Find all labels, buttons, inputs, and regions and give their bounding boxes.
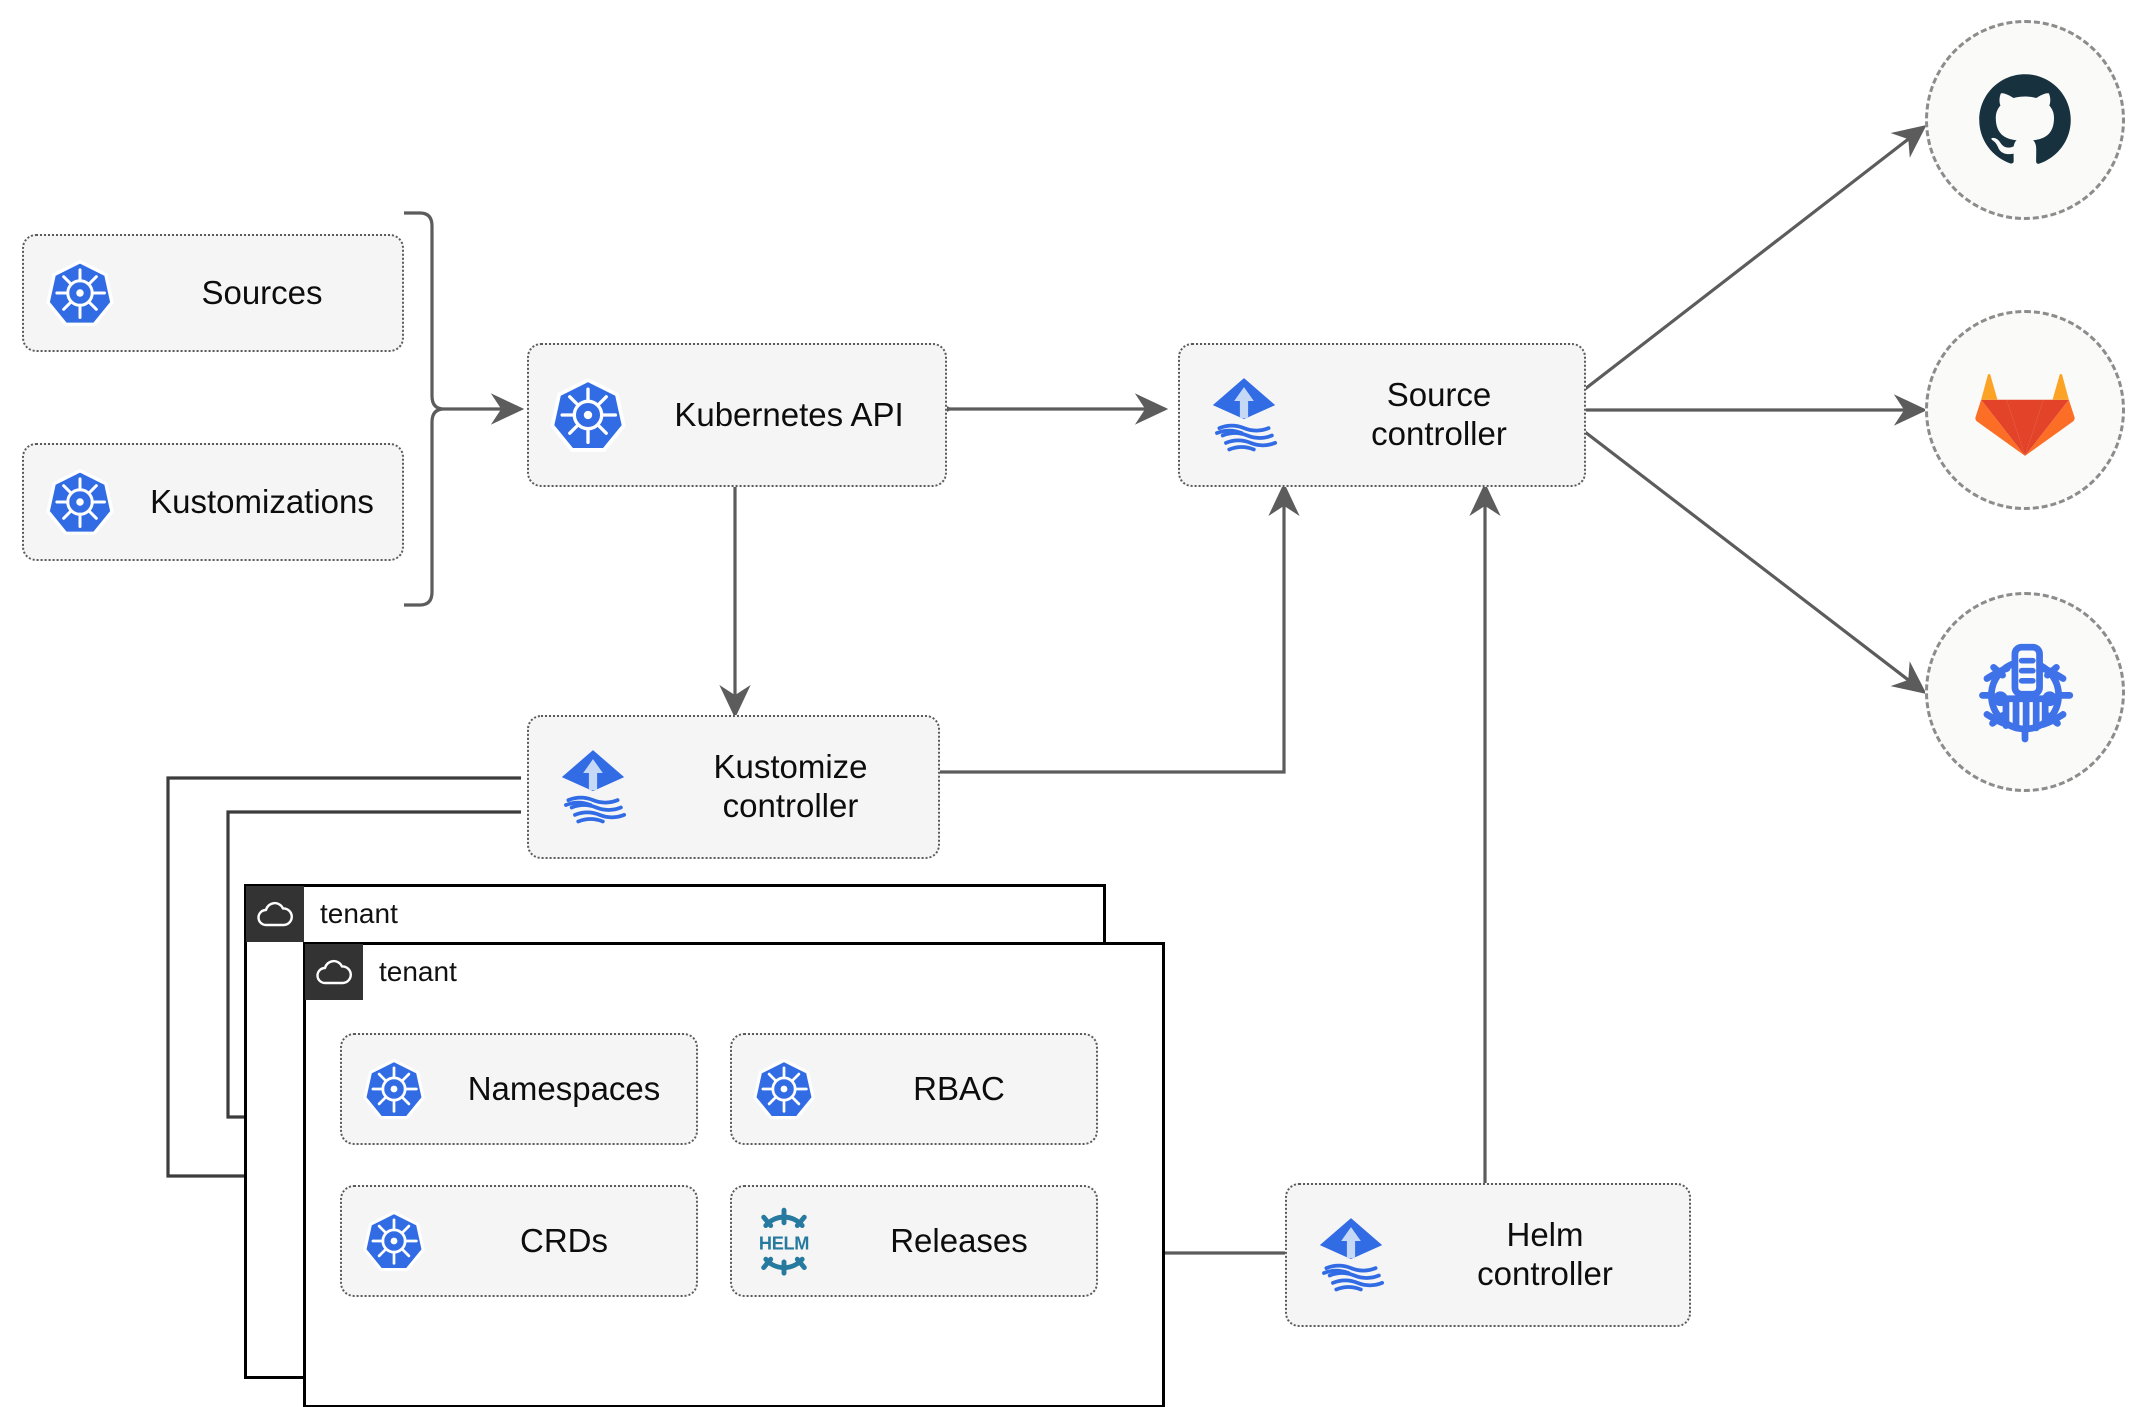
kubernetes-icon xyxy=(732,1058,836,1120)
node-label: Releases xyxy=(890,1221,1028,1259)
external-source-gitlab[interactable] xyxy=(1925,310,2125,510)
kubernetes-icon xyxy=(342,1058,446,1120)
helm-repo-icon xyxy=(1979,643,2074,743)
github-icon xyxy=(1979,74,2071,164)
node-label: RBAC xyxy=(913,1069,1005,1107)
node-label: Kustomize controller xyxy=(713,748,868,824)
node-label: Namespaces xyxy=(467,1069,661,1107)
node-releases[interactable]: HELM Releases xyxy=(730,1185,1098,1297)
node-kustomizations[interactable]: Kustomizations xyxy=(22,443,404,561)
node-label: Helm controller xyxy=(1477,1216,1613,1292)
wire-source-helmrepo xyxy=(1584,430,1927,694)
node-kustomize-controller[interactable]: Kustomize controller xyxy=(527,715,940,859)
node-label: Source controller xyxy=(1371,376,1507,452)
node-label: Kustomizations xyxy=(150,482,374,520)
node-kubernetes-api[interactable]: Kubernetes API xyxy=(527,343,947,487)
gitlab-icon xyxy=(1975,373,2075,456)
flux-icon xyxy=(1180,374,1308,456)
flux-icon xyxy=(1287,1214,1415,1296)
node-namespaces[interactable]: Namespaces xyxy=(340,1033,698,1145)
helm-icon: HELM xyxy=(732,1206,836,1276)
node-label: Kubernetes API xyxy=(674,395,904,433)
node-label: CRDs xyxy=(520,1221,608,1259)
tenant-header: tenant xyxy=(305,944,457,1000)
node-helm-controller[interactable]: Helm controller xyxy=(1285,1183,1691,1327)
cloud-icon xyxy=(305,944,363,1000)
node-crds[interactable]: CRDs xyxy=(340,1185,698,1297)
tenant-container-inner: tenant xyxy=(303,942,1165,1407)
node-rbac[interactable]: RBAC xyxy=(730,1033,1098,1145)
node-label: Sources xyxy=(201,273,323,311)
kubernetes-icon xyxy=(529,377,647,453)
wire-kustomize-source xyxy=(940,482,1300,774)
external-source-github[interactable] xyxy=(1925,20,2125,220)
kubernetes-icon xyxy=(24,259,136,327)
svg-text:HELM: HELM xyxy=(759,1233,809,1253)
cloud-icon xyxy=(246,886,304,942)
wire-source-github xyxy=(1584,125,1927,391)
tenant-label: tenant xyxy=(379,956,457,987)
tenant-header: tenant xyxy=(246,886,398,942)
kubernetes-icon xyxy=(24,468,136,536)
kubernetes-icon xyxy=(342,1210,446,1272)
flux-icon xyxy=(529,746,657,828)
node-source-controller[interactable]: Source controller xyxy=(1178,343,1586,487)
external-source-helm-repo[interactable] xyxy=(1925,592,2125,792)
node-sources[interactable]: Sources xyxy=(22,234,404,352)
bracket-connector xyxy=(404,211,525,607)
tenant-label: tenant xyxy=(320,898,398,929)
